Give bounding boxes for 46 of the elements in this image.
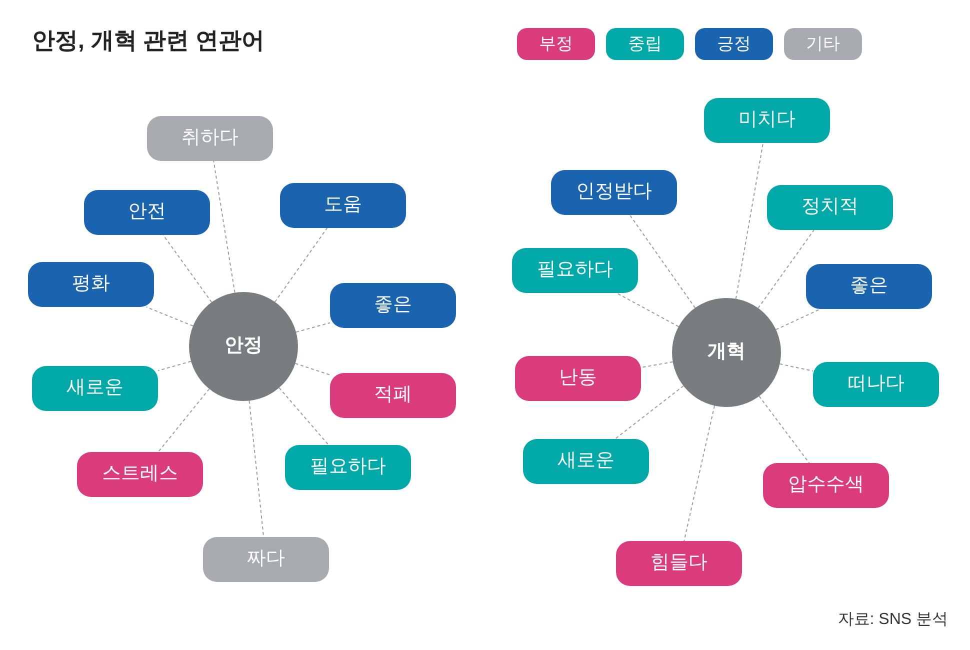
connector-line [274,228,328,302]
keyword-node: 새로운 [523,439,649,484]
keyword-node: 미치다 [704,98,830,143]
keyword-node: 필요하다 [285,445,411,490]
keyword-node: 떠나다 [813,362,939,407]
keyword-node: 좋은 [330,283,456,328]
connector-line [162,234,212,303]
legend-key: 기타 [784,28,862,60]
keyword-node: 필요하다 [512,248,638,293]
keyword-node: 난동 [515,356,641,401]
legend-key: 부정 [517,28,595,60]
keyword-node: 적폐 [330,373,456,418]
keyword-node: 스트레스 [77,452,203,497]
legend-key: 긍정 [695,28,773,60]
keyword-node: 짜다 [203,537,329,582]
connector-line [616,292,680,328]
connector-line [758,230,814,309]
keyword-node: 새로운 [32,366,158,411]
connector-line [296,322,330,333]
connector-line [735,142,764,300]
chart-title: 안정, 개혁 관련 연관어 [32,26,265,55]
keyword-node: 압수수색 [763,463,889,508]
connector-line [614,385,684,440]
keyword-node: 힘들다 [616,541,742,586]
connector-line [294,362,330,376]
connector-line [158,360,192,372]
connector-line [213,160,236,294]
connector-line [775,308,821,330]
keyword-node: 좋은 [806,264,932,309]
connector-line [779,363,814,372]
connector-line [758,396,810,464]
connector-line [248,400,264,538]
connector-line [146,306,194,326]
keyword-node: 안전 [84,190,210,235]
keyword-node: 정치적 [767,185,893,230]
connector-line [278,387,330,446]
connector-line [158,388,210,452]
connector-line [640,361,674,368]
connector-line [629,214,696,308]
connector-line [684,405,716,542]
source-note: 자료: SNS 분석 [838,610,948,630]
keyword-node: 평화 [28,262,154,307]
keyword-node: 도움 [280,183,406,228]
keyword-node: 인정받다 [551,170,677,215]
legend-key: 중립 [606,28,684,60]
keyword-node: 취하다 [147,116,273,161]
